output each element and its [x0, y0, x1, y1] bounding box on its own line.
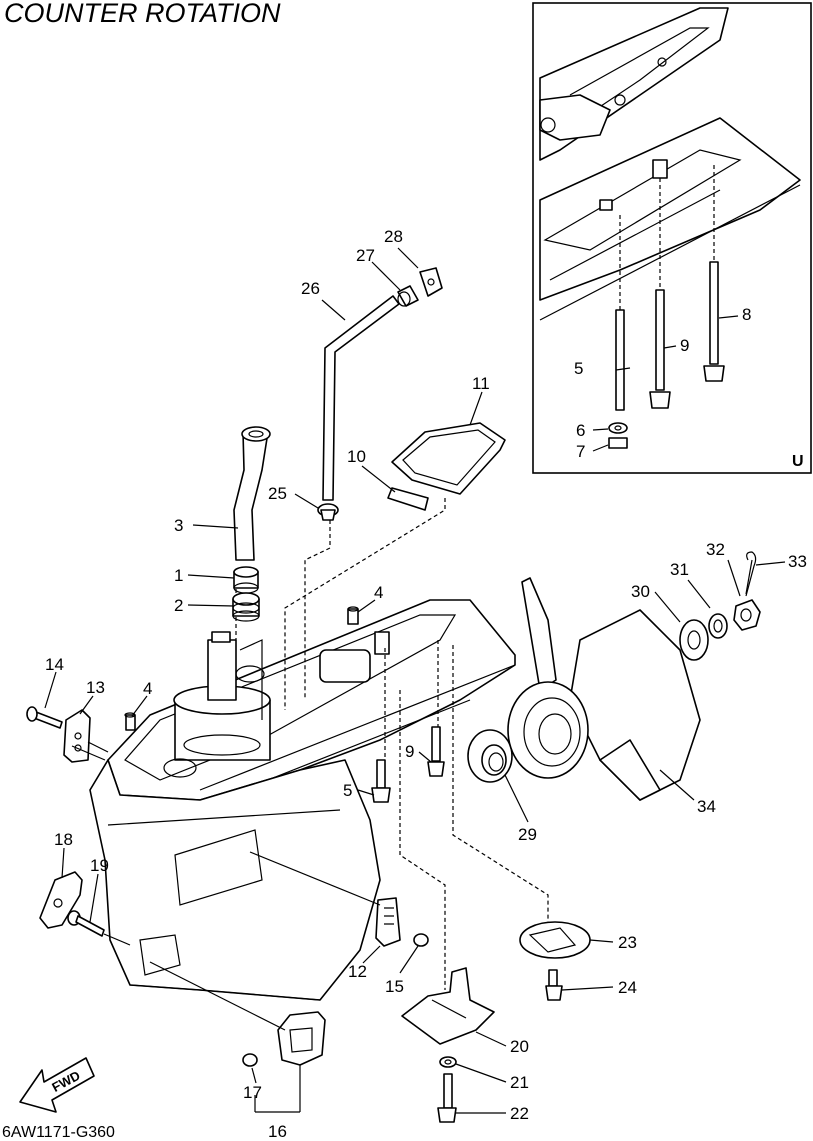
part-26-hose — [322, 295, 400, 501]
callout-20: 20 — [510, 1037, 529, 1056]
callout-21: 21 — [510, 1073, 529, 1092]
callout-22: 22 — [510, 1104, 529, 1123]
part-34-propeller — [507, 577, 701, 801]
part-1-grommet — [233, 566, 259, 594]
callout-15: 15 — [385, 977, 404, 996]
part-18-trim-tab — [39, 871, 83, 929]
callout-10: 10 — [347, 447, 366, 466]
part-9-bolt — [427, 726, 445, 777]
part-19-bolt — [67, 910, 105, 937]
callout-27: 27 — [356, 246, 375, 265]
diagram-code: 6AW1171-G360 — [2, 1124, 115, 1141]
part-22-bolt — [437, 1073, 457, 1123]
part-13-anode — [63, 709, 91, 763]
callout-31: 31 — [670, 560, 689, 579]
callout-4a: 4 — [374, 583, 383, 602]
callout-9a: 9 — [405, 742, 414, 761]
part-15-nut — [413, 933, 429, 947]
callout-32: 32 — [706, 540, 725, 559]
callout-30: 30 — [631, 582, 650, 601]
part-2-grommet — [232, 592, 260, 622]
callout-7: 7 — [576, 442, 585, 461]
callout-14: 14 — [45, 655, 64, 674]
part-17-nut — [242, 1053, 258, 1067]
callout-28: 28 — [384, 227, 403, 246]
part-29-thrust-washer — [467, 729, 513, 783]
fwd-arrow-icon: FWD — [19, 1057, 95, 1113]
part-10-seal — [387, 487, 429, 511]
part-4-dowel-pins — [124, 606, 359, 731]
callout-18: 18 — [54, 830, 73, 849]
callout-5b: 5 — [574, 359, 583, 378]
inset-view-label: U — [792, 453, 804, 470]
callout-33: 33 — [788, 552, 807, 571]
part-31-washer — [708, 613, 728, 639]
callout-9b: 9 — [680, 336, 689, 355]
part-25-grommet — [317, 503, 339, 521]
callout-26: 26 — [301, 279, 320, 298]
part-12-anode — [375, 897, 401, 947]
part-16-anode — [277, 1011, 326, 1066]
callout-8: 8 — [742, 305, 751, 324]
callout-4b: 4 — [143, 679, 152, 698]
part-14-screw — [26, 706, 63, 729]
callout-2: 2 — [174, 596, 183, 615]
part-5-bolt — [371, 759, 391, 803]
lower-case — [89, 498, 549, 1001]
callout-numbers: 28 27 26 11 10 25 3 1 2 4 4 14 13 5 9 5 … — [45, 227, 807, 1141]
part-21-washer — [439, 1056, 457, 1068]
part-33-cotter-pin — [745, 551, 757, 597]
callout-11: 11 — [472, 374, 490, 393]
callout-24: 24 — [618, 978, 637, 997]
part-28-clip — [419, 267, 443, 297]
part-3-water-tube — [233, 426, 271, 561]
callout-6: 6 — [576, 421, 585, 440]
callout-3: 3 — [174, 516, 183, 535]
callout-12: 12 — [348, 962, 367, 981]
diagram-title: COUNTER ROTATION — [4, 0, 281, 28]
part-11-seal — [391, 422, 506, 495]
callout-29: 29 — [518, 825, 537, 844]
callout-1: 1 — [174, 566, 183, 585]
callout-34: 34 — [697, 797, 716, 816]
callout-16: 16 — [268, 1122, 287, 1141]
inset-detail: U — [532, 2, 812, 474]
callout-5a: 5 — [343, 781, 352, 800]
callout-17: 17 — [243, 1083, 262, 1102]
leader-lines — [44, 247, 786, 1114]
callout-23: 23 — [618, 933, 637, 952]
part-32-nut — [733, 599, 761, 631]
callout-19: 19 — [90, 856, 109, 875]
part-27-sleeve — [397, 285, 419, 307]
part-30-spacer — [679, 619, 709, 661]
callout-25: 25 — [268, 484, 287, 503]
callout-13: 13 — [86, 678, 105, 697]
part-20-anode — [401, 967, 495, 1045]
part-23-plate — [519, 921, 591, 959]
part-24-bolt — [545, 969, 563, 1001]
